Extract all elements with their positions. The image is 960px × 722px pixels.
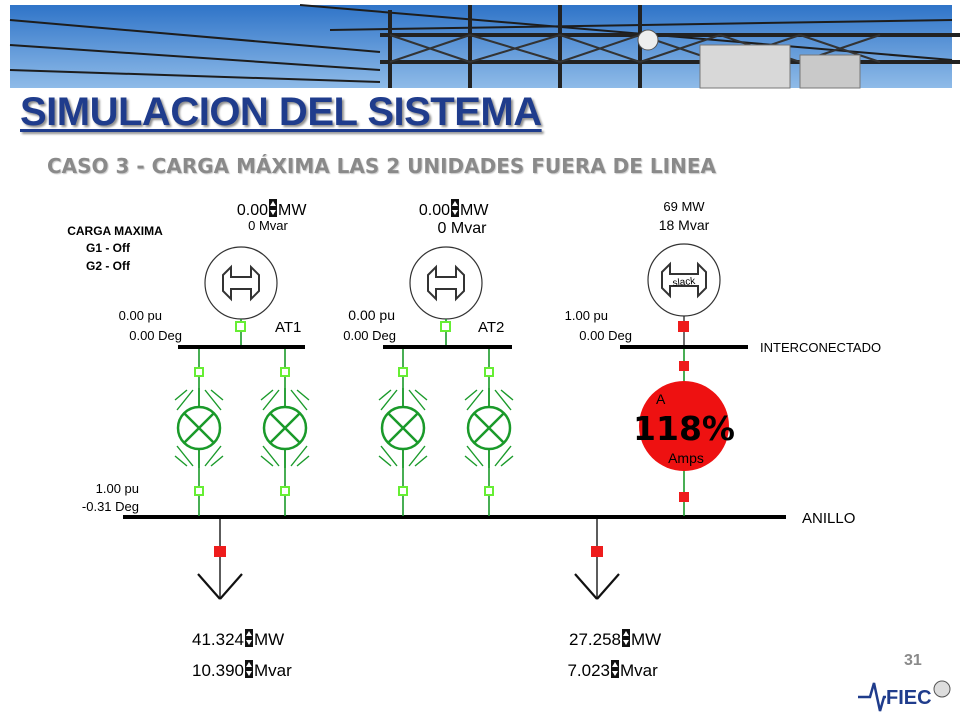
load-2-mvar-spinner-icon[interactable] xyxy=(611,660,619,678)
interconectado-angle-deg: 0.00 Deg xyxy=(579,328,632,343)
g1-mw-spinner-icon[interactable] xyxy=(269,199,277,217)
at2-angle-deg: 0.00 Deg xyxy=(343,328,396,343)
at1-voltage-pu: 0.00 pu xyxy=(119,308,162,323)
anillo-voltage-pu: 1.00 pu xyxy=(96,481,139,496)
line-flow-letter: A xyxy=(656,391,666,407)
slack-mw-value: 69 MW xyxy=(663,199,705,214)
at1-bus-label: AT1 xyxy=(275,319,301,336)
load-1-mw-unit: MW xyxy=(254,630,284,649)
slide-title: SIMULACION DEL SISTEMA xyxy=(20,90,542,134)
line-breaker-top[interactable] xyxy=(679,361,689,371)
slack-breaker-closed[interactable] xyxy=(678,321,689,332)
load-1-mw-spinner-icon[interactable] xyxy=(245,629,253,647)
g2-mvar-value: 0 Mvar xyxy=(438,220,488,237)
line-flow-unit: Amps xyxy=(668,450,704,466)
transformer-at1-2[interactable] xyxy=(259,349,311,516)
header-banner-image xyxy=(0,0,960,92)
generator-icon[interactable] xyxy=(409,246,483,320)
transformer-icon[interactable] xyxy=(377,386,429,470)
g1-mw-value: 0.00 xyxy=(237,202,268,219)
bus-at1[interactable]: 0.00 pu 0.00 Deg AT1 xyxy=(119,308,305,349)
slack-mvar-value: 18 Mvar xyxy=(659,217,710,233)
interconectado-voltage-pu: 1.00 pu xyxy=(565,308,608,323)
anillo-angle-deg: -0.31 Deg xyxy=(82,499,139,514)
at2-voltage-pu: 0.00 pu xyxy=(348,307,395,323)
load-2-mw-unit: MW xyxy=(631,630,661,649)
g2-mw-value: 0.00 xyxy=(419,202,450,219)
line-breaker-bottom[interactable] xyxy=(679,492,689,502)
load-2-mvar-unit: Mvar xyxy=(620,661,658,680)
load-1-mw-value: 41.324 xyxy=(192,630,244,649)
slack-label: slack xyxy=(672,276,697,289)
g2-breaker-open[interactable] xyxy=(440,321,451,332)
generator-g2[interactable]: 0.00 MW 0 Mvar xyxy=(409,199,489,345)
generator-g1[interactable]: 0.00 MW 0 Mvar xyxy=(204,199,307,345)
gear-icon xyxy=(933,680,951,698)
transformer-icon[interactable] xyxy=(463,386,515,470)
slide-subtitle: CASO 3 - CARGA MÁXIMA LAS 2 UNIDADES FUE… xyxy=(47,154,716,178)
load-2[interactable]: 27.258 MW 7.023 Mvar xyxy=(567,517,661,680)
line-overload-indicator[interactable] xyxy=(639,381,729,471)
g1-mw-unit: MW xyxy=(278,202,307,219)
transformer-at2-1[interactable] xyxy=(377,349,429,516)
g2-mw-unit: MW xyxy=(460,202,489,219)
legend-line-1: CARGA MAXIMA xyxy=(67,224,163,238)
g2-mw-spinner-icon[interactable] xyxy=(451,199,459,217)
load-2-mw-spinner-icon[interactable] xyxy=(622,629,630,647)
load-1-mvar-spinner-icon[interactable] xyxy=(245,660,253,678)
bus-at2[interactable]: 0.00 pu 0.00 Deg AT2 xyxy=(343,307,512,349)
pulse-icon xyxy=(858,682,886,712)
at1-angle-deg: 0.00 Deg xyxy=(129,328,182,343)
transformer-icon[interactable] xyxy=(173,386,225,470)
g1-breaker-open[interactable] xyxy=(235,321,246,332)
at2-bus-label: AT2 xyxy=(478,319,504,336)
interconectado-bus-label: INTERCONECTADO xyxy=(760,340,881,355)
load-arrow-icon xyxy=(573,517,621,601)
bus-interconectado[interactable]: 1.00 pu 0.00 Deg INTERCONECTADO xyxy=(565,308,881,355)
transformer-at2-2[interactable] xyxy=(463,349,515,516)
transformer-at1-1[interactable] xyxy=(173,349,225,516)
load-1[interactable]: 41.324 MW 10.390 Mvar xyxy=(192,517,292,680)
g1-mvar-value: 0 Mvar xyxy=(248,218,288,233)
load-arrow-icon xyxy=(196,517,244,601)
legend-line-2: G1 - Off xyxy=(86,241,131,255)
load-1-breaker-closed[interactable] xyxy=(214,546,226,557)
transformer-icon[interactable] xyxy=(259,386,311,470)
generator-icon[interactable] xyxy=(204,246,278,320)
interconnection-line[interactable]: A 118% Amps xyxy=(633,349,735,516)
load-2-breaker-closed[interactable] xyxy=(591,546,603,557)
anillo-bus-label: ANILLO xyxy=(802,510,855,527)
logo-text: FIEC xyxy=(886,687,932,709)
line-flow-percent: 118% xyxy=(633,409,735,448)
load-1-mvar-unit: Mvar xyxy=(254,661,292,680)
load-2-mw-value: 27.258 xyxy=(569,630,621,649)
bus-anillo[interactable]: 1.00 pu -0.31 Deg ANILLO xyxy=(82,481,855,527)
slide-number: 31 xyxy=(904,652,922,669)
fiec-logo: FIEC xyxy=(856,675,956,722)
generator-slack[interactable]: 69 MW 18 Mvar slack xyxy=(647,199,721,345)
load-1-mvar-value: 10.390 xyxy=(192,661,244,680)
legend-line-3: G2 - Off xyxy=(86,259,131,273)
load-2-mvar-value: 7.023 xyxy=(567,661,610,680)
